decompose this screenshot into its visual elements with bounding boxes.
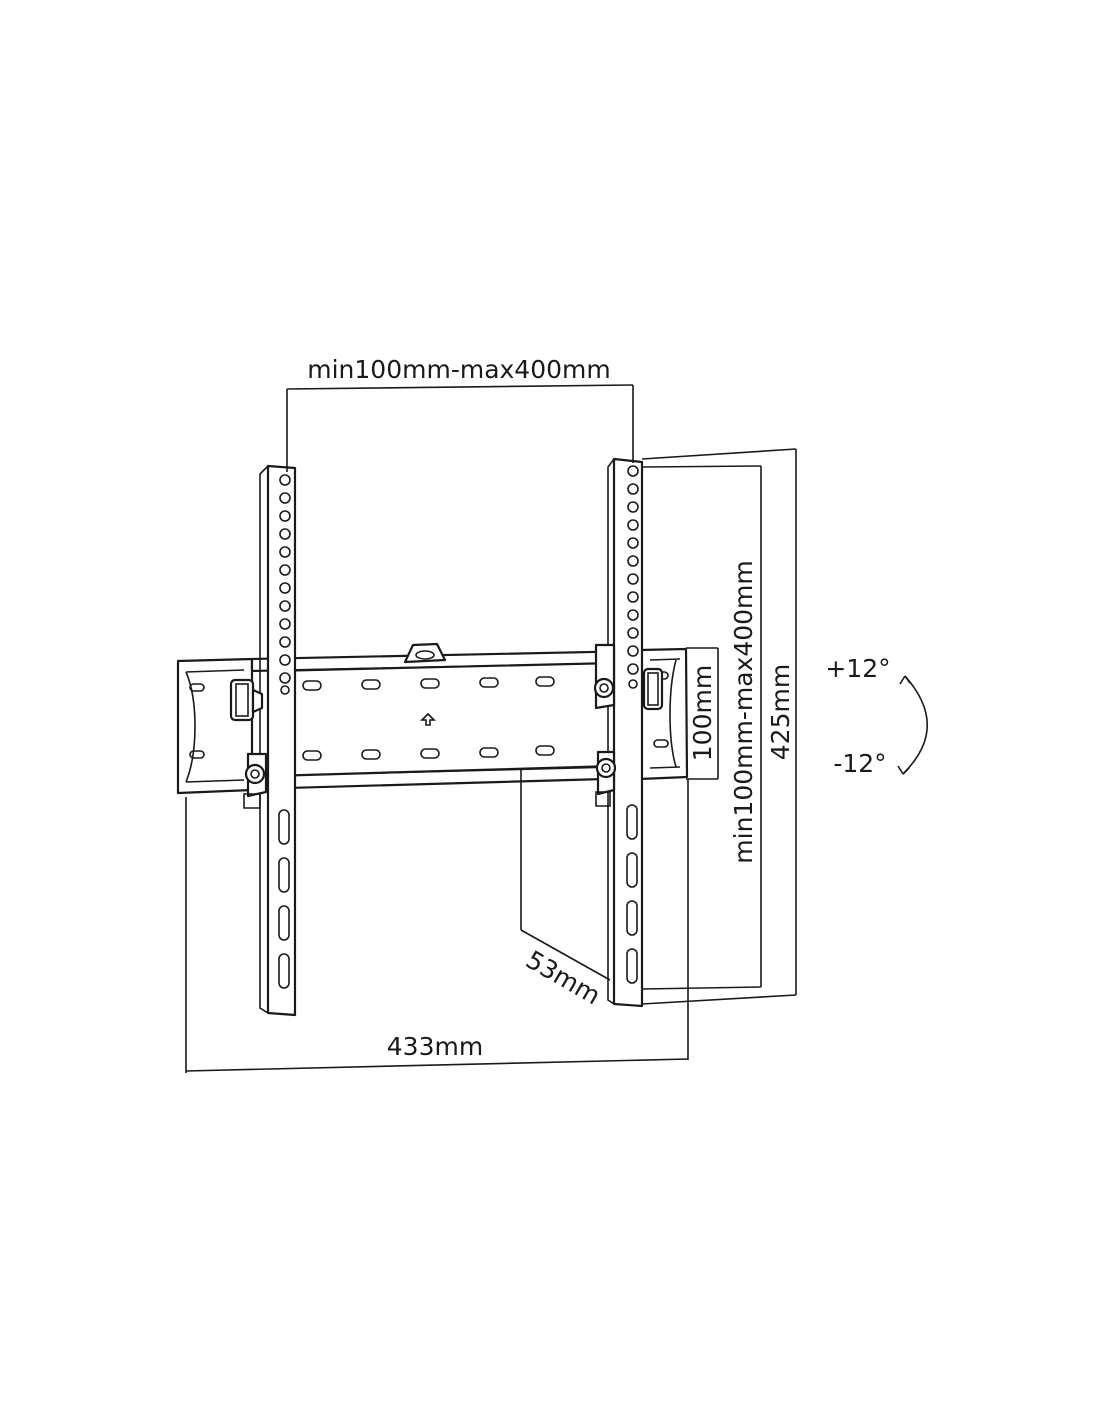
right-arm-holes <box>627 465 639 689</box>
bubble-level-icon <box>403 642 447 664</box>
up-arrow-icon <box>420 712 436 726</box>
left-arm-holes <box>279 474 291 695</box>
left-hinge-icon <box>243 752 268 809</box>
dimension-overall-width: 433mm <box>185 779 689 1073</box>
dimension-overall-height: 425mm <box>641 448 797 1005</box>
dimension-vesa-horizontal: min100mm-max400mm <box>286 355 634 472</box>
right-arm-slots <box>626 804 638 984</box>
left-tilt-knob-icon <box>229 678 264 722</box>
mounting-slots <box>302 676 555 761</box>
tilt-down-label: -12° <box>833 749 886 778</box>
left-arm-slots <box>278 809 290 989</box>
dimension-rail-spacing-label: 100mm <box>688 665 717 761</box>
dimension-vesa-vertical-label: min100mm-max400mm <box>729 560 758 863</box>
right-tilt-knob-icon <box>642 667 664 711</box>
dimension-overall-width-label: 433mm <box>387 1032 483 1061</box>
right-vertical-arm <box>593 457 664 1008</box>
left-vertical-arm <box>229 464 297 1017</box>
right-hinge-icon <box>593 643 617 807</box>
tilt-up-label: +12° <box>825 654 890 683</box>
dimension-vesa-horizontal-label: min100mm-max400mm <box>307 355 610 384</box>
dimension-wall-depth-label: 53mm <box>521 945 605 1010</box>
tilt-indicator: +12° -12° <box>825 654 929 778</box>
dimension-vesa-vertical: min100mm-max400mm <box>641 465 762 990</box>
dimension-overall-height-label: 425mm <box>766 664 795 760</box>
dimension-rail-spacing: 100mm <box>686 647 719 780</box>
